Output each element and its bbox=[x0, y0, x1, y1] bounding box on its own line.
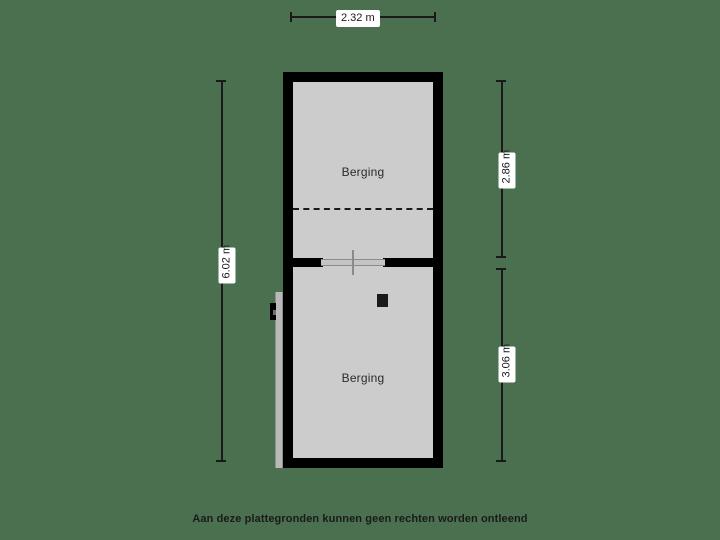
dimension-cap-top-right bbox=[434, 12, 436, 22]
left-wall-door-jamb bbox=[275, 292, 283, 468]
partition-wall-left-segment bbox=[283, 258, 323, 267]
partition-wall-right-segment bbox=[383, 258, 443, 267]
column-icon bbox=[377, 294, 388, 307]
floor-fill bbox=[293, 82, 433, 458]
dimension-label-left: 6.02 m bbox=[218, 245, 236, 284]
building-outline bbox=[283, 72, 443, 468]
left-wall-door-handle-inner bbox=[273, 310, 276, 315]
sliding-door-divider-icon bbox=[352, 250, 354, 275]
dimension-cap-right-upper-top bbox=[496, 80, 506, 82]
dimension-label-right-upper: 2.86 m bbox=[498, 150, 516, 189]
dimension-label-top: 2.32 m bbox=[336, 10, 380, 27]
dimension-cap-left-bottom bbox=[216, 460, 226, 462]
dimension-cap-right-lower-top bbox=[496, 268, 506, 270]
dimension-cap-right-upper-bottom bbox=[496, 256, 506, 258]
dimension-cap-top-left bbox=[290, 12, 292, 22]
dimension-cap-left-top bbox=[216, 80, 226, 82]
dimension-cap-right-lower-bottom bbox=[496, 460, 506, 462]
dimension-label-right-lower: 3.06 m bbox=[498, 344, 516, 383]
room-label-lower: Berging bbox=[341, 371, 385, 385]
disclaimer-text: Aan deze plattegronden kunnen geen recht… bbox=[192, 513, 528, 525]
room-label-upper: Berging bbox=[341, 165, 385, 179]
dashed-overhead-line-icon bbox=[293, 208, 433, 210]
